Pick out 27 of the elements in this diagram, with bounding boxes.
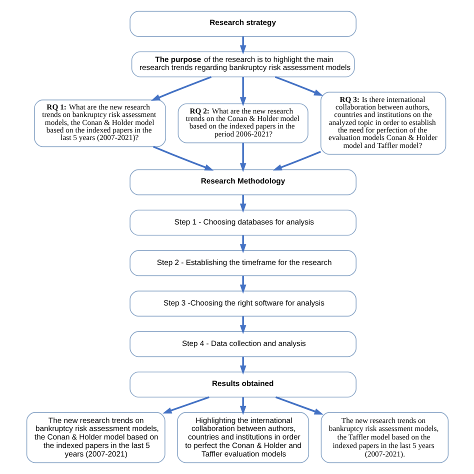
node-box: Results obtained bbox=[129, 372, 356, 398]
arrow bbox=[239, 36, 246, 54]
arrow bbox=[239, 76, 246, 106]
node-box: Step 3 -Choosing the right software for analysis bbox=[129, 290, 356, 317]
node-box: The new research trends on bankruptcy risk assessment models, the Conan & Holder model based on the indexed papers in the last 5 years (2007-2021) bbox=[26, 412, 165, 464]
arrow bbox=[239, 316, 246, 334]
node-box: Step 2 - Establishing the timeframe for the research bbox=[129, 250, 356, 276]
arrow bbox=[239, 356, 246, 375]
arrow bbox=[239, 235, 246, 254]
arrow bbox=[239, 142, 246, 172]
node-box: Highlighting the international collaboration between authors, countries and institutions in order to perfect the Conan & Holder and Taffler evaluation models bbox=[176, 412, 309, 464]
arrow bbox=[239, 194, 246, 213]
node-box: The new research trends on bankruptcy risk assessment models, the Taffler model based on the indexed papers in the last 5 years (2007-2021). bbox=[320, 412, 448, 464]
node-box: Step 4 - Data collection and analysis bbox=[129, 331, 356, 358]
node-box: Step 1 - Choosing databases for analysis bbox=[129, 210, 356, 236]
arrow bbox=[274, 76, 323, 96]
arrow bbox=[152, 146, 214, 171]
node-box: Research Methodology bbox=[129, 169, 356, 196]
node-box: RQ 1: What are the new research trends on bankruptcy risk assessment models, the Conan & Holder model based on the indexed papers in the last 5 years (2007-2021)? bbox=[34, 99, 166, 148]
node-box: RQ 2: What are the new research trends on the Conan & Holder model based on the indexed papers in the period 2006-2021? bbox=[177, 103, 308, 144]
arrow bbox=[239, 397, 246, 415]
arrow bbox=[272, 150, 321, 171]
node-box: RQ 3: Is there international collaboration between authors, countries and institutions on the analyzed topic in order to establish the need for perfection of the evaluation models Conan & Holder model and Taffler model? bbox=[320, 92, 446, 155]
node-box: Research strategy bbox=[129, 10, 356, 37]
arrow bbox=[239, 276, 246, 294]
arrow bbox=[150, 76, 212, 101]
node-box: The purpose of the research is to highlight the main research trends regarding bankruptcy risk assessment models bbox=[130, 51, 354, 78]
